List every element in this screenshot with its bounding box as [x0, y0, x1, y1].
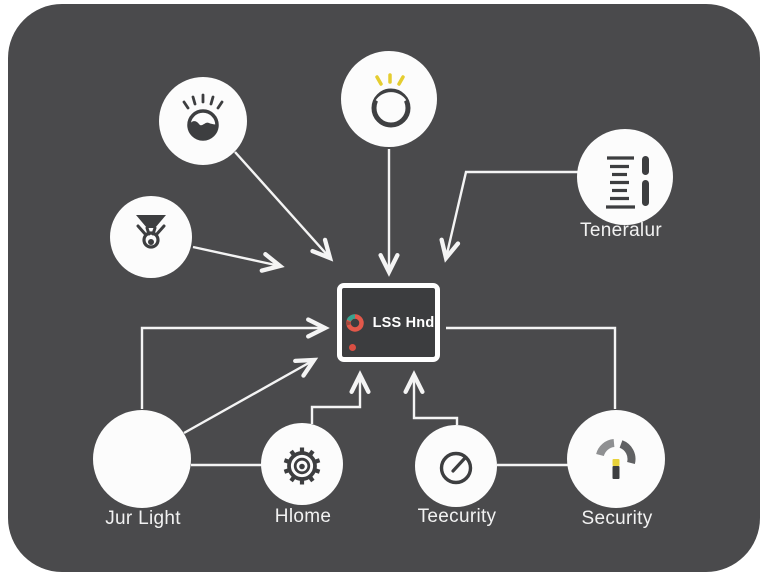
label-hlome: Hlome [274, 506, 332, 527]
hub-display: LSS Hnd [337, 283, 440, 362]
hub-label: LSS Hnd [372, 314, 435, 331]
node-hlome [261, 423, 343, 505]
glowing-ring-icon [371, 73, 411, 128]
label-security: Security [581, 508, 653, 529]
label-teecurity: Teecurity [417, 506, 497, 527]
label-thermostat: Teneralur [580, 220, 662, 241]
gauge-needle [451, 456, 467, 473]
node-thermostat [577, 129, 673, 225]
gear-icon [283, 447, 321, 485]
hub-status-dot [349, 344, 356, 351]
donut-logo-icon [345, 313, 364, 332]
donut-chart-icon [596, 439, 636, 479]
node-teecurity [415, 425, 497, 507]
sunrise-brightness-icon [182, 93, 224, 141]
node-funnel-sensor [110, 196, 192, 278]
node-smart-bulb [341, 51, 437, 147]
node-security [567, 410, 665, 508]
node-jur-light [93, 410, 191, 508]
node-sunrise-sensor [159, 77, 247, 165]
bulb-sparks [375, 73, 405, 86]
gauge-icon [439, 451, 473, 485]
security-yellow-indicator [612, 459, 620, 466]
temperature-scale-icon [606, 156, 649, 209]
funnel-sensor-icon [136, 215, 166, 249]
label-jur-light: Jur Light [105, 508, 181, 529]
